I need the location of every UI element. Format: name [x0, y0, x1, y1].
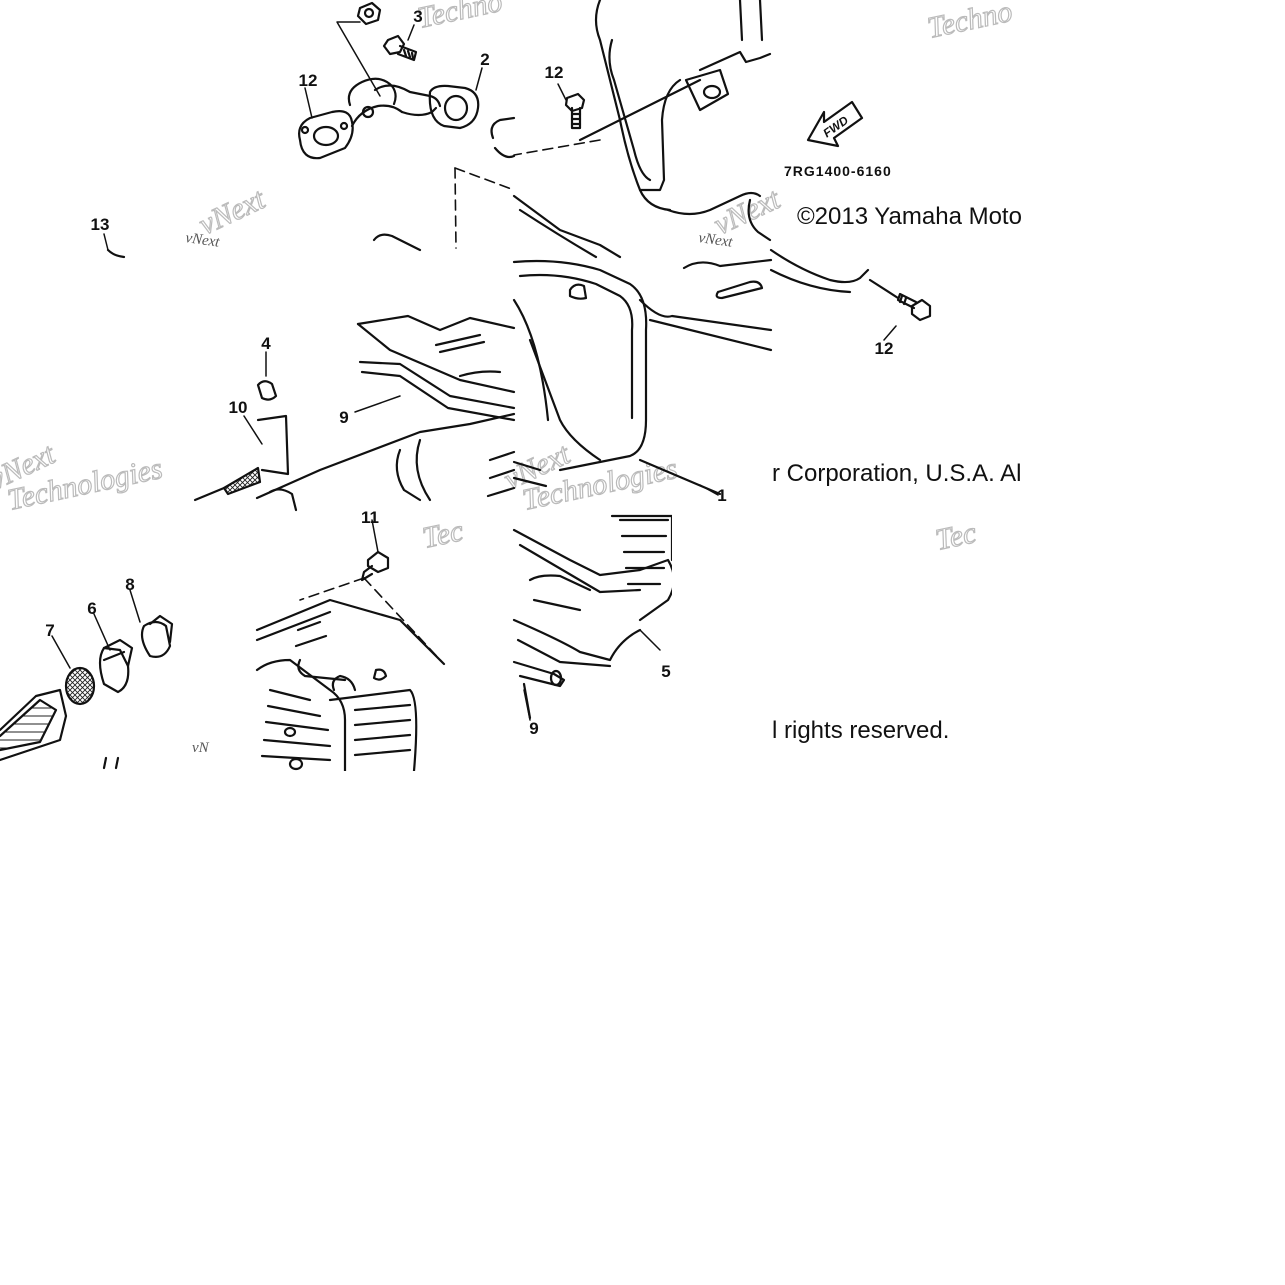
- watermark-text: Tec: [933, 516, 980, 557]
- fwd-arrow-icon: [806, 100, 864, 148]
- callout-label: 4: [261, 334, 271, 353]
- callout-label: 2: [480, 50, 489, 69]
- gasket-14: [298, 110, 354, 160]
- copyright-text-line3: l rights reserved.: [772, 717, 950, 744]
- callout-label: 12: [875, 339, 894, 358]
- watermark-text: Techno: [415, 0, 506, 35]
- blank-tile: [1028, 0, 1285, 771]
- exhaust-pipe-2: [347, 77, 480, 130]
- nut-top: [356, 1, 382, 26]
- callout-label: 5: [661, 662, 670, 681]
- callout-label: 6: [87, 599, 96, 618]
- tail-pipe-left: [106, 248, 290, 502]
- blank-tile: [672, 514, 771, 771]
- heat-shield-9: [255, 233, 516, 512]
- heat-shield-5: [512, 514, 676, 720]
- callout-label: 7: [45, 621, 54, 640]
- copyright-text-line2: r Corporation, U.S.A. Al: [772, 460, 1022, 487]
- blank-tile: [0, 771, 1285, 1285]
- callout-label: 9: [529, 719, 538, 738]
- callout-leaders: [51, 21, 897, 721]
- watermark-text: vNext: [697, 230, 734, 251]
- bolt-12-upper: [564, 92, 586, 130]
- callout-label: 11: [361, 508, 379, 527]
- muffler-right: [769, 248, 870, 294]
- watermark-text: Tec: [420, 514, 467, 555]
- watermark-small-layer: vNext vNext vN vN: [184, 230, 734, 761]
- copyright-text-line1: ©2013 Yamaha Moto: [797, 203, 1022, 230]
- muffler-lower: [255, 598, 446, 773]
- watermark-text: vN: [192, 740, 210, 756]
- bolt-12-lower: [868, 278, 932, 322]
- callout-label: 8: [125, 575, 134, 594]
- bolt-11: [360, 550, 390, 582]
- watermark-text: Techno: [925, 0, 1016, 45]
- callout-label: 12: [299, 71, 318, 90]
- callout-label: 12: [545, 63, 564, 82]
- gasket-partial: [490, 116, 516, 159]
- callout-label: 3: [413, 7, 422, 26]
- leader-line: [454, 167, 457, 249]
- callout-label: 13: [91, 215, 110, 234]
- bolt-3: [382, 34, 418, 62]
- leader-line: [299, 577, 445, 665]
- leader-line: [454, 167, 515, 191]
- callout-label: 10: [229, 398, 248, 417]
- watermark-text: vNext: [184, 230, 221, 251]
- part-drawings: [0, 0, 932, 773]
- part-code: 7RG1400-6160: [784, 163, 892, 179]
- callout-label: 9: [339, 408, 348, 427]
- callout-label: 1: [717, 486, 726, 505]
- muffler-upper: [512, 0, 772, 259]
- leader-line: [513, 139, 601, 156]
- spark-arrester-assembly: [0, 614, 174, 770]
- callout-labels: 12 2 3 12 12 13 4 10 9 1 11 8 6 7 5 9: [45, 7, 893, 738]
